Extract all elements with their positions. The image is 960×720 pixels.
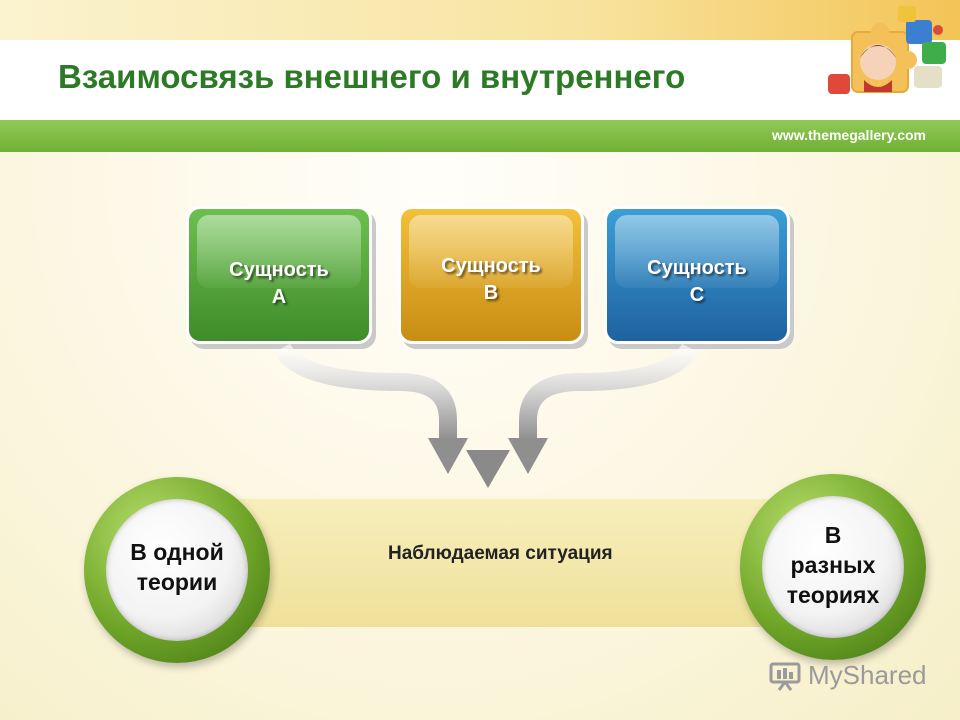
arrow-head-a (428, 438, 468, 474)
arrow-from-c (519, 343, 698, 440)
watermark-text: MyShared (808, 660, 927, 690)
entity-c-label: Сущность (647, 257, 747, 279)
top-band (0, 0, 960, 40)
entity-a-letter: А (271, 286, 287, 308)
observed-situation-band (170, 496, 810, 630)
puzzle-pieces-image (828, 6, 946, 94)
single-theory-line2: теории (136, 569, 218, 595)
title-band (0, 40, 960, 120)
entity-a-label: Сущность (229, 259, 329, 281)
slide-title: Взаимосвязь внешнего и внутреннего (58, 58, 686, 95)
observed-situation-label: Наблюдаемая ситуация (388, 543, 613, 564)
different-theories-line1: В (824, 522, 842, 548)
different-theories-line2: разных (790, 552, 876, 578)
arrow-head-b (466, 450, 510, 488)
entity-b-box: Сущность В (398, 206, 584, 344)
entity-b-label: Сущность (441, 255, 541, 277)
mysharedlogo-icon (769, 662, 801, 691)
arrow-from-a (274, 343, 457, 440)
entity-c-box: Сущность С (604, 206, 790, 344)
different-theories-circle: В разных теориях (740, 474, 926, 660)
site-url: www.themegallery.com (771, 127, 926, 143)
entity-b-letter: В (483, 282, 499, 304)
entity-c-letter: С (689, 284, 705, 306)
arrow-head-c (508, 438, 548, 474)
different-theories-line3: теориях (786, 582, 880, 608)
single-theory-circle: В одной теории (84, 477, 270, 663)
single-theory-line1: В одной (130, 539, 224, 565)
entity-a-box: Сущность А (186, 206, 372, 344)
header-green-bar (0, 120, 960, 152)
